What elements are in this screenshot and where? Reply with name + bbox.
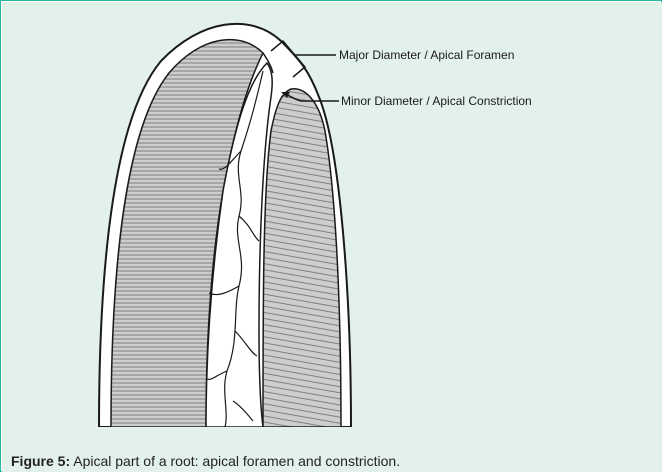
caption-text: Apical part of a root: apical foramen an… [70, 453, 400, 469]
minor-diameter-label: Minor Diameter / Apical Constriction [341, 94, 532, 108]
figure-caption: Figure 5: Apical part of a root: apical … [11, 453, 400, 469]
major-diameter-label: Major Diameter / Apical Foramen [339, 48, 514, 62]
caption-label: Figure 5: [11, 453, 70, 469]
